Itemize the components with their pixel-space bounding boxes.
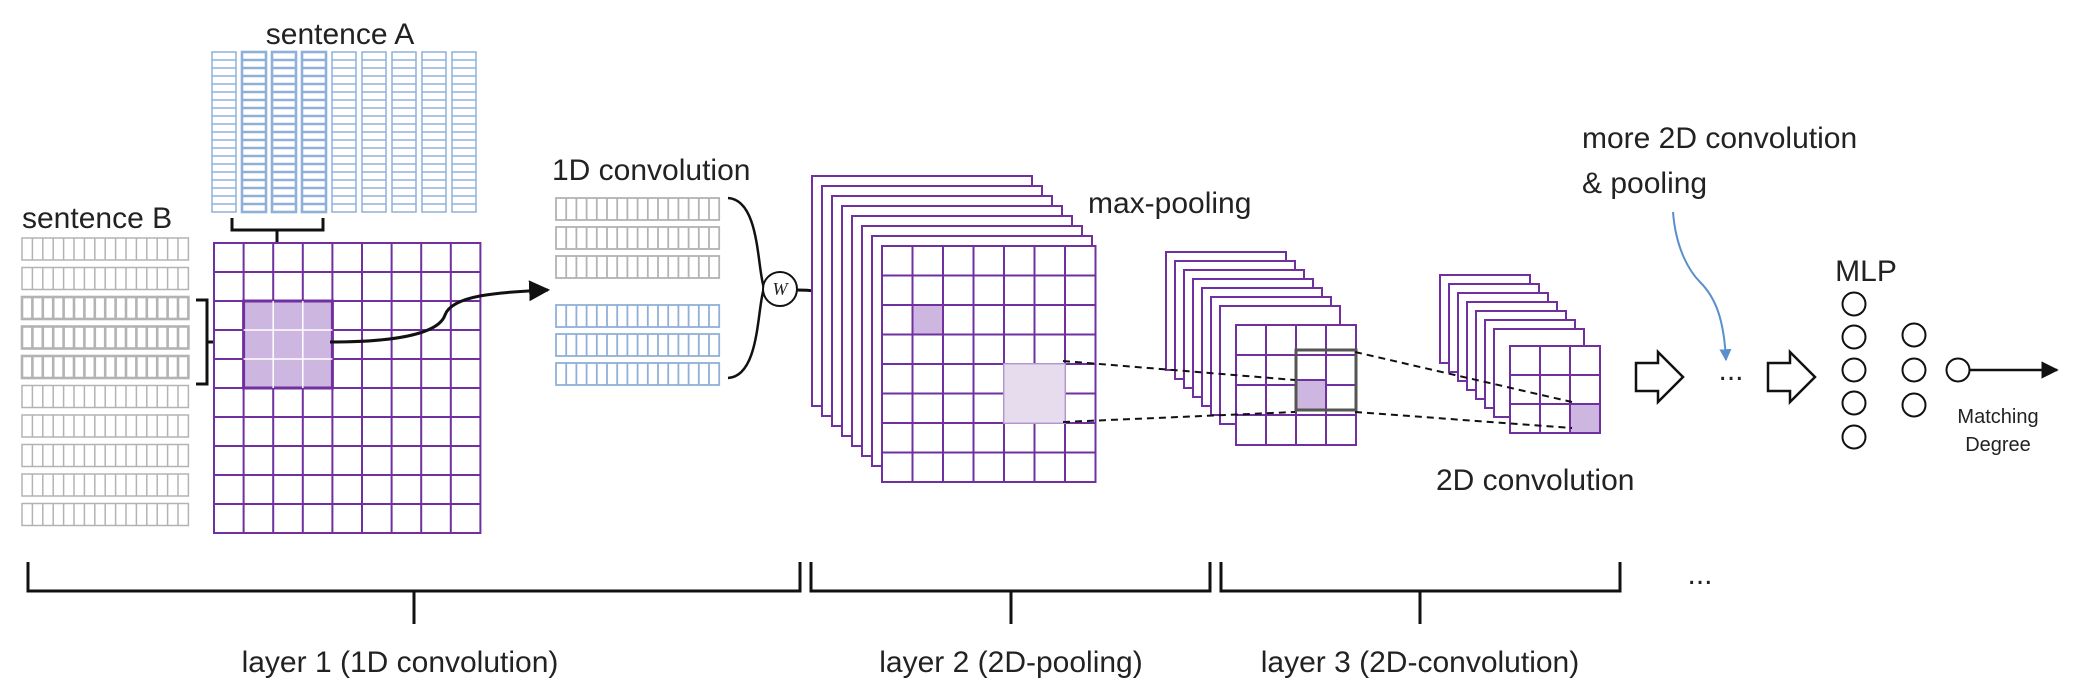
matching-degree-label-line2: Degree bbox=[1965, 434, 2031, 456]
matching-degree-label-line1: Matching bbox=[1957, 406, 2038, 428]
flow-ellipsis: ... bbox=[1718, 354, 1743, 387]
layer1-highlight-window bbox=[242, 299, 334, 390]
sentence-b-word-vector bbox=[21, 473, 190, 497]
sentence-a-word-vectors bbox=[211, 50, 477, 214]
pooled-conv-window bbox=[1294, 348, 1358, 412]
pooled-highlight-cell bbox=[1295, 379, 1327, 411]
conv1d-sentence-a-vectors bbox=[555, 304, 721, 386]
sentence-a-label: sentence A bbox=[266, 18, 414, 51]
conv1d-sentence-b-vectors bbox=[555, 197, 721, 279]
conv1d-blue-vector bbox=[555, 304, 721, 328]
layers-ellipsis: ... bbox=[1687, 558, 1712, 591]
mlp-neurons bbox=[1841, 291, 1971, 450]
conv1d-brace bbox=[727, 196, 766, 380]
layer1-bracket bbox=[26, 562, 802, 624]
mlp-input-neuron bbox=[1841, 357, 1867, 383]
conv1d-grey-vector bbox=[555, 197, 721, 221]
mlp-input-neuron bbox=[1841, 390, 1867, 416]
more-conv-label-line1: more 2D convolution bbox=[1582, 122, 1857, 155]
conv1d-blue-vector bbox=[555, 362, 721, 386]
to-more-layers-arrow bbox=[1634, 348, 1685, 406]
conv2d-label: 2D convolution bbox=[1436, 464, 1634, 497]
sentence-b-word-vector bbox=[21, 384, 190, 409]
pooled-feature-maps bbox=[1165, 251, 1358, 446]
conv1d-grey-vector bbox=[555, 255, 721, 279]
max-pooling-label: max-pooling bbox=[1088, 187, 1251, 220]
sentence-a-word-vector bbox=[391, 51, 417, 213]
sentence-a-word-vector bbox=[331, 51, 357, 213]
conv2d-projection-lines bbox=[1354, 351, 1573, 429]
layer1-to-conv1d-arrow bbox=[329, 280, 551, 344]
sentence-b-word-vector bbox=[20, 354, 190, 380]
mlp-input-neuron bbox=[1841, 324, 1867, 350]
conv1d-grey-vector bbox=[555, 226, 721, 250]
conv1d-blue-vector bbox=[555, 333, 721, 357]
more-conv-pointer-curve bbox=[1672, 211, 1732, 362]
mlp-input-neuron bbox=[1841, 424, 1867, 450]
sentence-b-word-vector bbox=[20, 325, 190, 350]
layer3-label: layer 3 (2D-convolution) bbox=[1261, 646, 1579, 679]
sentence-a-word-vector bbox=[211, 51, 237, 213]
sentence-b-window-bracket bbox=[196, 298, 216, 386]
sentence-b-word-vector bbox=[21, 414, 190, 438]
mlp-output-neuron bbox=[1945, 357, 1971, 383]
sentence-b-word-vector bbox=[21, 443, 190, 468]
sentence-a-word-vector bbox=[240, 50, 268, 214]
sentence-b-word-vectors bbox=[20, 237, 190, 527]
conv2d-output-cell bbox=[1569, 403, 1601, 434]
layer2-conv-output-cell bbox=[911, 304, 944, 336]
mlp-hidden-neuron bbox=[1901, 322, 1927, 348]
sentence-a-word-vector bbox=[270, 50, 298, 214]
sentence-a-word-vector bbox=[361, 51, 387, 213]
layer1-feature-map-grid bbox=[213, 242, 482, 534]
pooling-projection-lines bbox=[1062, 360, 1296, 423]
sentence-a-word-vector bbox=[300, 50, 328, 214]
layer2-pooling-window bbox=[1003, 363, 1066, 424]
more-conv-label-line2: & pooling bbox=[1582, 167, 1707, 200]
sentence-b-label: sentence B bbox=[22, 202, 172, 235]
layer2-label: layer 2 (2D-pooling) bbox=[879, 646, 1142, 679]
to-mlp-arrow bbox=[1766, 348, 1817, 406]
layer2-feature-maps bbox=[811, 175, 1097, 483]
layer1-label: layer 1 (1D convolution) bbox=[242, 646, 559, 679]
weight-node: W bbox=[762, 271, 798, 307]
sentence-a-word-vector bbox=[451, 51, 477, 213]
mlp-hidden-neuron bbox=[1901, 357, 1927, 383]
weight-node-label: W bbox=[773, 279, 790, 299]
sentence-a-window-bracket bbox=[230, 218, 325, 244]
sentence-b-word-vector bbox=[20, 295, 190, 321]
conv1d-label: 1D convolution bbox=[552, 154, 750, 187]
mlp-input-neuron bbox=[1841, 291, 1867, 317]
mlp-hidden-neuron bbox=[1901, 392, 1927, 418]
sentence-b-word-vector bbox=[21, 266, 190, 291]
sentence-b-word-vector bbox=[21, 502, 190, 527]
sentence-a-word-vector bbox=[421, 51, 447, 213]
mlp-label: MLP bbox=[1835, 255, 1897, 288]
layer2-bracket bbox=[809, 562, 1212, 624]
sentence-b-word-vector bbox=[21, 237, 190, 261]
layer3-bracket bbox=[1219, 562, 1622, 624]
conv2d-feature-maps bbox=[1439, 274, 1601, 434]
